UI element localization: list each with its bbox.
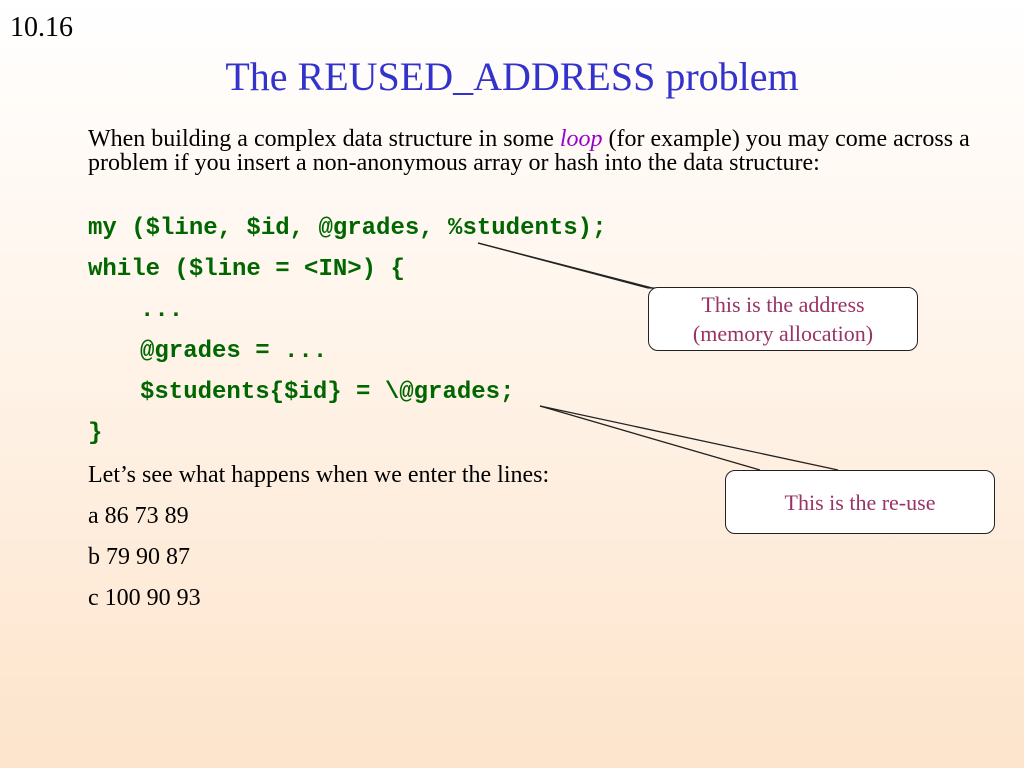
input-line-c: c 100 90 93 (88, 585, 201, 611)
reuse-pointer (539, 405, 839, 471)
code-line-ellipsis: ... (140, 297, 184, 324)
reuse-pointer-edge (539, 405, 761, 471)
address-pointer (477, 242, 762, 289)
callout-reuse: This is the re-use (725, 470, 995, 534)
input-line-a: a 86 73 89 (88, 503, 189, 529)
slide-title: The REUSED_ADDRESS problem (225, 54, 799, 99)
code-line-close-brace: } (88, 420, 103, 447)
callout-reuse-text: This is the re-use (784, 489, 936, 515)
code-line-declaration: my ($line, $id, @grades, %students); (88, 215, 607, 242)
code-line-grades-assign: @grades = ... (140, 338, 328, 365)
intro-text-before: When building a complex data structure i… (88, 126, 560, 152)
intro-emphasis-loop: loop (559, 126, 603, 152)
slide-number: 10.16 (10, 12, 73, 43)
code-line-students-assign: $students{$id} = \@grades; (140, 379, 515, 406)
body-prompt: Let’s see what happens when we enter the… (88, 462, 550, 488)
code-line-while: while ($line = <IN>) { (88, 256, 405, 283)
intro-text-after: (for example) you may come across a prob… (88, 126, 970, 176)
callout-address-text: This is the address (memory allocation) (692, 292, 874, 346)
callout-address: This is the address (memory allocation) (648, 287, 918, 351)
input-line-b: b 79 90 87 (88, 544, 190, 570)
address-pointer-edge (477, 242, 661, 291)
intro-paragraph: When building a complex data structure i… (88, 127, 978, 175)
